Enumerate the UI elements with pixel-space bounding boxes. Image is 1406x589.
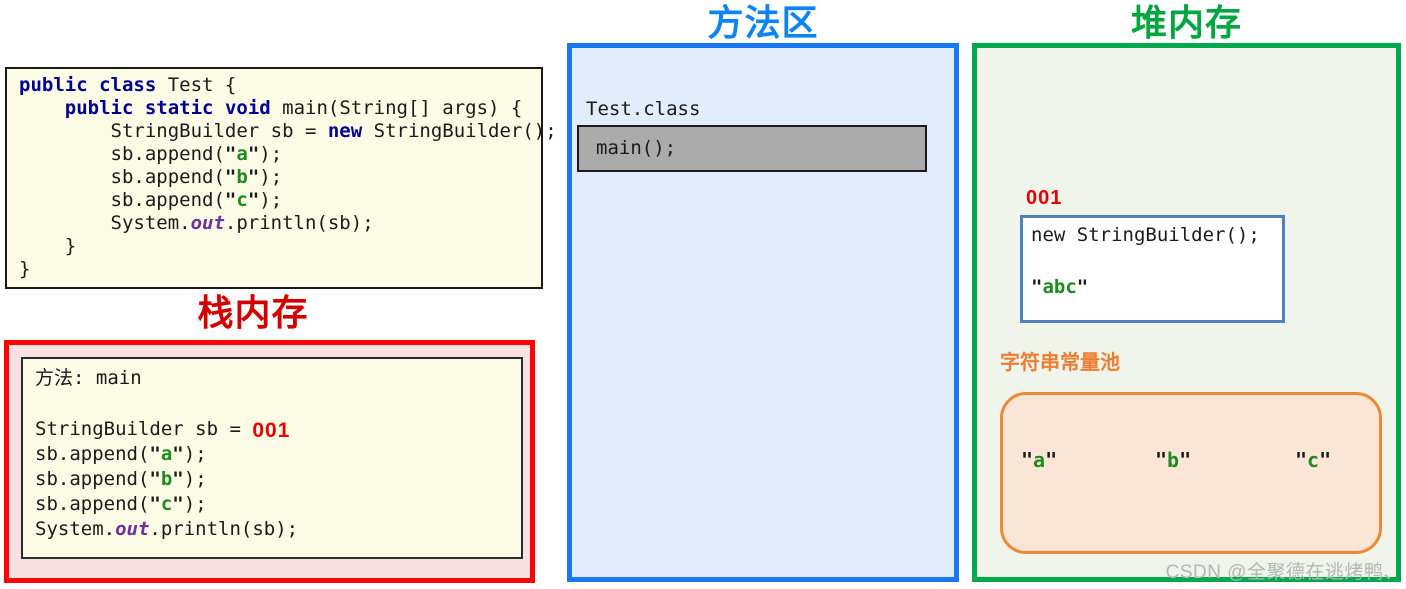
string-constant-pool-box: "a" "b" "c" bbox=[1000, 392, 1382, 554]
heap-memory-box: 001 new StringBuilder(); "abc" 字符串常量池 "a… bbox=[972, 43, 1401, 582]
pool-string-b: "b" bbox=[1155, 448, 1192, 472]
pool-string-a: "a" bbox=[1021, 448, 1058, 472]
string-constant-pool-label: 字符串常量池 bbox=[1000, 352, 1120, 374]
main-method-slot: main(); bbox=[577, 125, 927, 172]
method-area-title: 方法区 bbox=[707, 2, 819, 43]
test-class-label: Test.class bbox=[586, 98, 701, 120]
method-area-box: Test.class main(); bbox=[567, 43, 959, 582]
stringbuilder-object-box: new StringBuilder(); "abc" bbox=[1020, 215, 1285, 323]
object-address-label: 001 bbox=[1026, 187, 1063, 209]
java-source-code-panel: public class Test { public static void m… bbox=[5, 67, 557, 289]
pool-string-c: "c" bbox=[1295, 448, 1332, 472]
csdn-watermark: CSDN @全聚德在逃烤鸭、 bbox=[1165, 562, 1403, 583]
stack-memory-title: 栈内存 bbox=[197, 292, 309, 333]
heap-memory-title: 堆内存 bbox=[1130, 2, 1242, 43]
